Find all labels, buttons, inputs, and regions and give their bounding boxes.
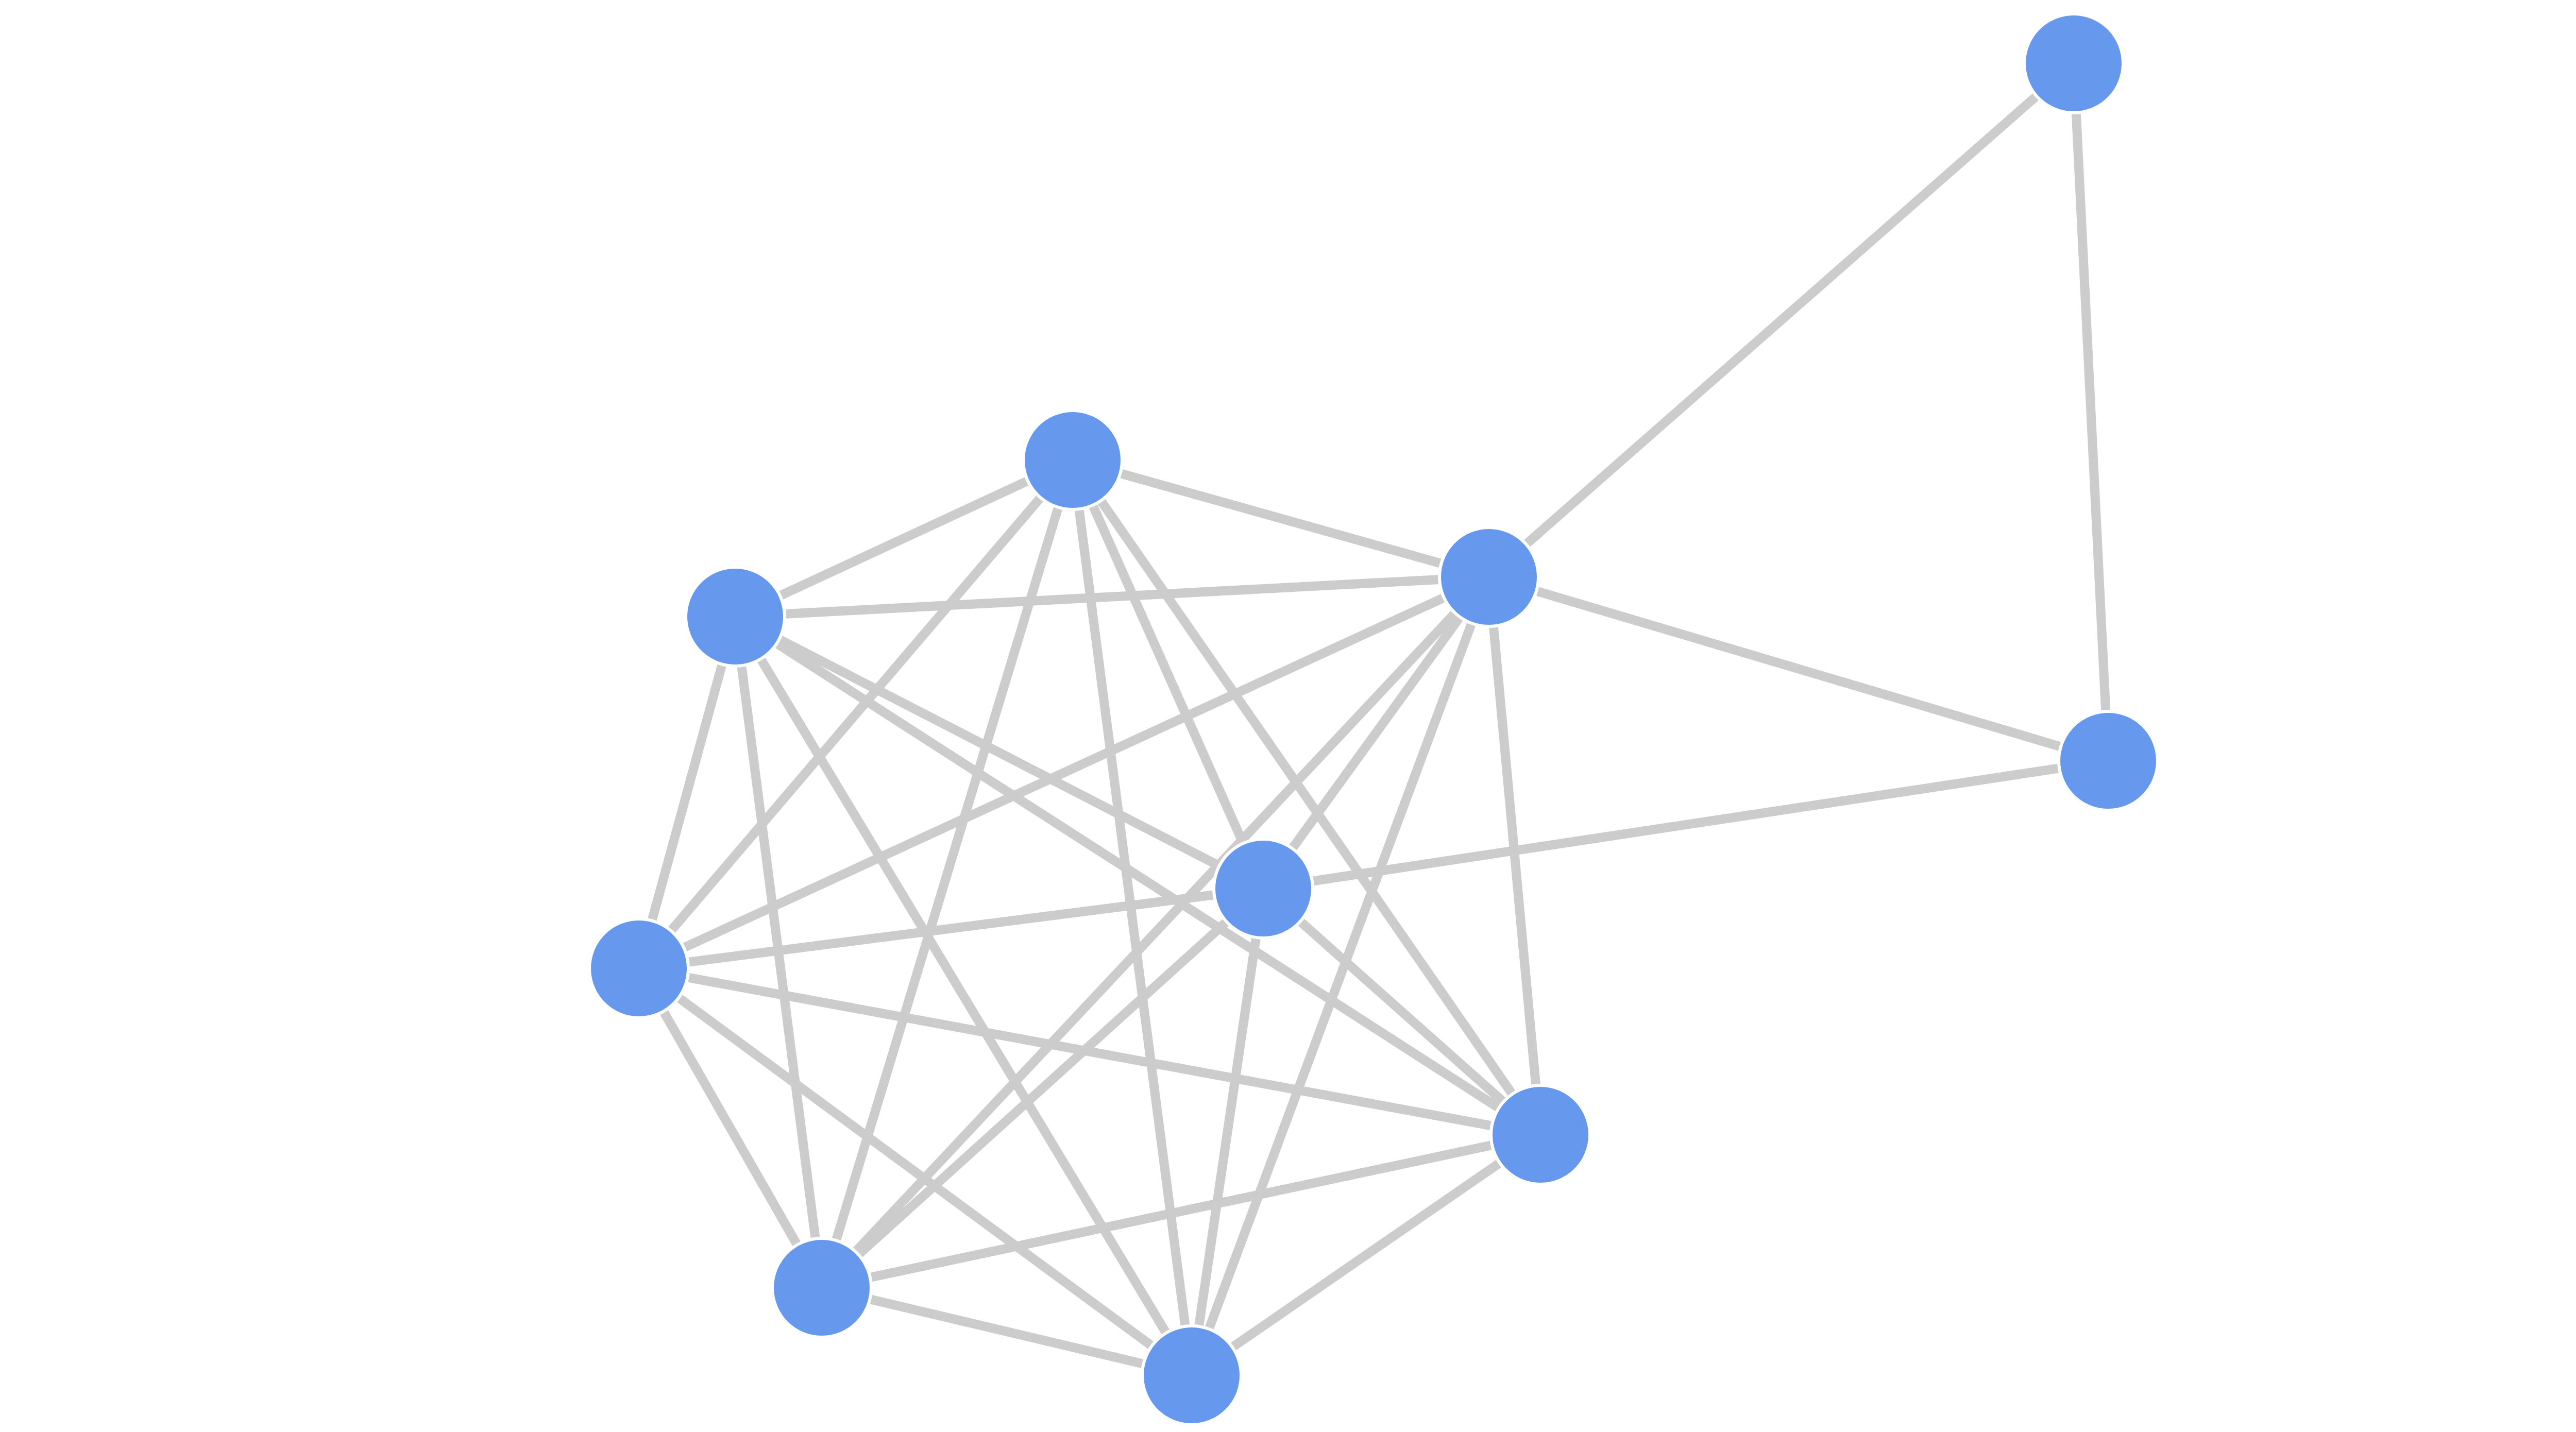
graph-node (2057, 710, 2159, 812)
graph-edge (731, 612, 1545, 1139)
graph-edge (731, 612, 1268, 893)
graph-edge (634, 455, 1077, 973)
graph-edge (1068, 455, 1196, 1380)
graph-edge (1187, 572, 1494, 1380)
graph-edge (2069, 59, 2113, 765)
graph-edge (817, 455, 1077, 1292)
graph-node (1438, 526, 1540, 628)
graph-edge (1068, 455, 1545, 1139)
graph-node (1212, 838, 1314, 940)
graph-nodes (588, 12, 2159, 1426)
graph-node (684, 566, 786, 668)
graph-edge (1068, 455, 1268, 893)
graph-edge (1068, 455, 1494, 582)
graph-node (1022, 409, 1124, 511)
graph-edge (1484, 572, 1545, 1139)
graph-edge (1187, 884, 1268, 1380)
graph-edge (1484, 572, 2113, 765)
graph-node (1141, 1324, 1243, 1426)
graph-edge (634, 884, 1268, 973)
graph-node (771, 1237, 873, 1339)
graph-edge (731, 572, 1494, 621)
graph-edge (817, 1130, 1545, 1292)
graph-edge (1259, 884, 1545, 1139)
graph-edge (634, 612, 740, 973)
graph-edge (817, 1283, 1196, 1380)
graph-edge (634, 964, 1545, 1139)
graph-edge (817, 572, 1494, 1292)
graph-edge (634, 964, 1196, 1380)
graph-edge (634, 964, 826, 1292)
graph-edge (731, 612, 1196, 1380)
graph-edge (731, 455, 1077, 621)
graph-edge (1187, 1130, 1545, 1380)
graph-edge (1259, 756, 2113, 893)
graph-edge (1259, 572, 1494, 893)
graph-edge (817, 884, 1268, 1292)
graph-node (2023, 12, 2125, 114)
graph-edges (634, 59, 2113, 1380)
graph-node (588, 917, 690, 1019)
graph-node (1489, 1084, 1591, 1186)
graph-edge (634, 572, 1494, 973)
graph-edge (1484, 59, 2078, 582)
